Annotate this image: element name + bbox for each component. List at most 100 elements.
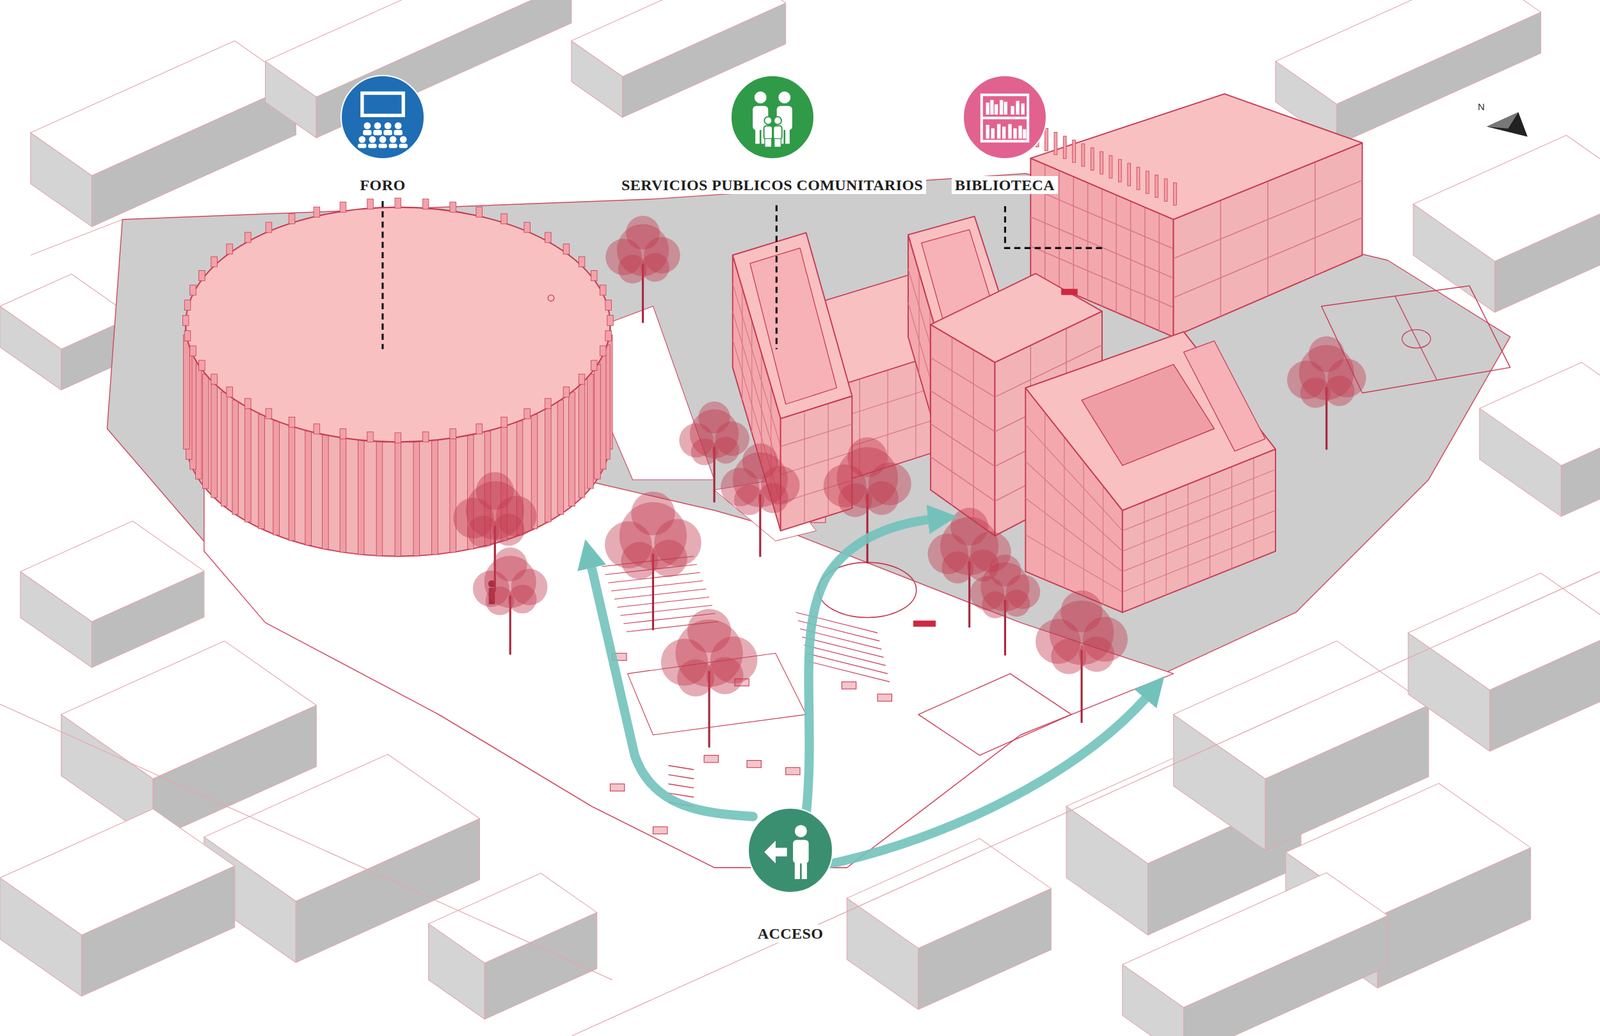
tree-crown xyxy=(1002,589,1030,617)
icon-part xyxy=(773,125,782,139)
window-transom xyxy=(780,423,853,447)
foro-rib xyxy=(220,391,228,507)
icon-part xyxy=(1013,128,1017,139)
icon-disc xyxy=(748,807,833,893)
icon-circle xyxy=(746,806,834,894)
foro-parapet xyxy=(182,315,189,326)
window-transom xyxy=(930,390,995,432)
court-line xyxy=(1395,295,1437,380)
window-mullion xyxy=(951,337,953,505)
foro-parapet xyxy=(605,300,612,311)
icon-part xyxy=(364,122,372,130)
foro-parapet xyxy=(184,300,191,311)
icon-part xyxy=(981,94,1028,141)
icon-part xyxy=(794,861,800,879)
icon-part xyxy=(986,102,990,115)
north-arrow xyxy=(1486,112,1528,137)
foro-parapet xyxy=(578,373,585,384)
window-mullion xyxy=(915,360,916,458)
icon-part xyxy=(1010,106,1014,115)
block-roof xyxy=(1122,872,1389,1007)
bike-rack xyxy=(668,774,694,779)
node-label: SERVICIOS PUBLICOS COMUNITARIOS xyxy=(618,176,927,194)
icon-part xyxy=(393,129,402,136)
foro-rib xyxy=(432,439,439,555)
tree-crown xyxy=(492,513,525,546)
icon-circle xyxy=(339,74,426,160)
services-roof xyxy=(1025,331,1276,511)
icon-part xyxy=(1002,126,1006,139)
foro-parapet xyxy=(449,428,457,440)
icon-part xyxy=(383,129,392,136)
icon-part xyxy=(1022,129,1026,139)
tree-crown xyxy=(625,215,660,250)
foro-parapet xyxy=(184,330,191,342)
block-roof xyxy=(1173,640,1430,779)
planter xyxy=(609,783,624,791)
window-transom xyxy=(930,456,995,502)
icon-part xyxy=(990,99,994,115)
foro-parapet xyxy=(590,270,598,281)
icon-part xyxy=(773,138,781,148)
tree-crown xyxy=(508,584,537,614)
foro-rib xyxy=(376,441,383,557)
foro-parapet xyxy=(605,330,612,342)
foro-roof xyxy=(185,207,610,443)
buildings xyxy=(182,94,1362,613)
icon-part xyxy=(379,135,387,143)
planter xyxy=(652,826,667,834)
foro-rib xyxy=(288,426,296,541)
roof-inset xyxy=(750,247,838,404)
tree-crown xyxy=(650,539,688,577)
foro-rib xyxy=(211,383,218,498)
foro-parapet xyxy=(199,360,206,371)
north-label: N xyxy=(1477,101,1485,112)
foro-rib xyxy=(183,334,191,450)
circulation-arrow xyxy=(821,691,1151,866)
bike-rack xyxy=(668,765,694,770)
block-roof xyxy=(571,0,786,77)
icon-part xyxy=(369,135,377,143)
foro-parapet xyxy=(211,373,218,384)
tree-crown xyxy=(493,547,528,582)
block-roof xyxy=(265,0,572,97)
tree-crown xyxy=(864,481,899,516)
foro-rib xyxy=(594,364,601,480)
icon-disc xyxy=(730,75,815,159)
foro-parapet xyxy=(245,232,252,243)
tree-crown xyxy=(742,443,779,480)
foro-rib xyxy=(232,400,239,515)
node-label: BIBLIOTECA xyxy=(951,176,1058,194)
icon-part xyxy=(986,124,990,139)
trees xyxy=(453,215,1366,747)
window-mullion xyxy=(1267,181,1269,296)
planter xyxy=(746,760,761,768)
icon-part xyxy=(764,116,772,125)
icon-disc xyxy=(963,75,1047,159)
foro-parapet xyxy=(394,432,402,443)
foro-parapet xyxy=(288,416,296,427)
foro-rib xyxy=(449,437,457,553)
foro-parapet xyxy=(607,315,614,326)
foro-parapet xyxy=(501,213,508,224)
block-roof xyxy=(1275,0,1542,105)
foro-rib xyxy=(599,354,607,470)
tree-crown xyxy=(1060,590,1103,632)
icon-part xyxy=(364,94,402,114)
icon-part xyxy=(1018,125,1022,139)
foro-parapet xyxy=(545,398,552,409)
stair-step xyxy=(808,661,891,682)
icon-part xyxy=(755,128,760,144)
icon-part xyxy=(1020,103,1024,115)
foro-parapet xyxy=(422,199,429,210)
leader-line xyxy=(775,204,778,349)
icon-part xyxy=(389,135,397,143)
window-mullion xyxy=(1314,161,1316,276)
block-roof xyxy=(0,273,133,349)
tree-crown xyxy=(950,507,989,546)
window-mullion xyxy=(1102,485,1104,605)
window-mullion xyxy=(1083,461,1085,596)
window-mullion xyxy=(1143,501,1145,603)
window-mullion xyxy=(1063,436,1065,588)
tree-crown xyxy=(1079,636,1115,672)
